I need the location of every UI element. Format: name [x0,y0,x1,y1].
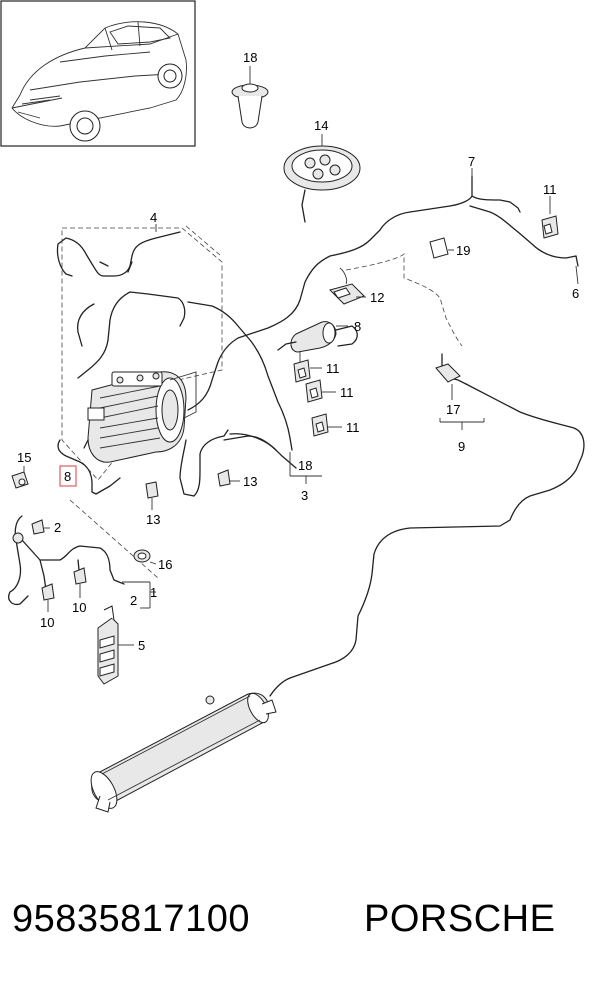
pad-part-19 [429,237,449,259]
pipe-connector-dashes [345,253,463,347]
clip-part-11-b [305,379,323,403]
clip-part-11-a [293,359,311,383]
pipe-8-highlighted [57,439,121,495]
clip-part-2 [31,519,45,535]
part-number: 95835817100 [12,898,250,940]
callout-15: 15 [17,450,31,465]
clip-part-11-c [311,413,329,437]
assembly-outline [61,225,223,579]
reservoir-canister [90,692,277,813]
callout-10-b: 10 [72,600,86,615]
hose-part-9 [269,353,585,697]
grommet-part-16 [133,549,151,563]
callout-13-b: 13 [243,474,257,489]
callout-11-b: 11 [340,385,354,400]
air-line-4 [56,231,181,277]
callout-2-b: 2 [130,593,137,608]
callout-10-a: 10 [40,615,54,630]
callout-13-a: 13 [146,512,160,527]
leader-lines [23,66,579,646]
air-line-2 [8,515,125,606]
clip-part-10-b [73,567,87,585]
air-compressor [87,371,197,463]
highlight-box [59,465,77,487]
valve-cap-part-14 [283,140,361,223]
clip-part-15 [11,471,29,489]
callout-6: 6 [572,286,579,301]
clip-part-13-a [145,481,159,499]
clip-part-10-a [41,583,55,601]
callout-1: 1 [150,585,157,600]
callout-11-top: 11 [543,182,557,197]
vehicle-thumbnail [0,0,196,147]
callout-12: 12 [370,290,384,305]
grommet-part-18 [231,70,269,129]
callout-5: 5 [138,638,145,653]
callout-16: 16 [158,557,172,572]
callout-3: 3 [301,488,308,503]
bracket-part-12 [329,267,365,305]
callout-18-top: 18 [243,50,257,65]
air-line-7 [187,175,579,411]
callout-2-a: 2 [54,520,61,535]
callout-18-mid: 18 [298,458,312,473]
callout-labels: 18 14 7 11 4 19 6 12 8 11 11 11 17 9 15 … [17,50,579,653]
callout-8-right: 8 [354,319,361,334]
parts-diagram: 18 14 7 11 4 19 6 12 8 11 11 11 17 9 15 … [0,0,585,813]
clip-part-13-b [217,469,231,487]
air-line-18 [179,429,297,497]
brand-name: PORSCHE [364,898,556,940]
callout-11-c: 11 [346,420,360,435]
callout-19: 19 [456,243,470,258]
bracket-part-5 [97,605,119,685]
callout-7: 7 [468,154,475,169]
callout-9: 9 [458,439,465,454]
callout-14: 14 [314,118,328,133]
callout-11-a: 11 [326,361,340,376]
callout-8-highlighted: 8 [64,469,71,484]
filter-part-8 [277,321,358,372]
clip-part-11-top [541,215,559,239]
callout-17: 17 [446,402,460,417]
callout-4: 4 [150,210,157,225]
air-line-loop [76,291,293,451]
